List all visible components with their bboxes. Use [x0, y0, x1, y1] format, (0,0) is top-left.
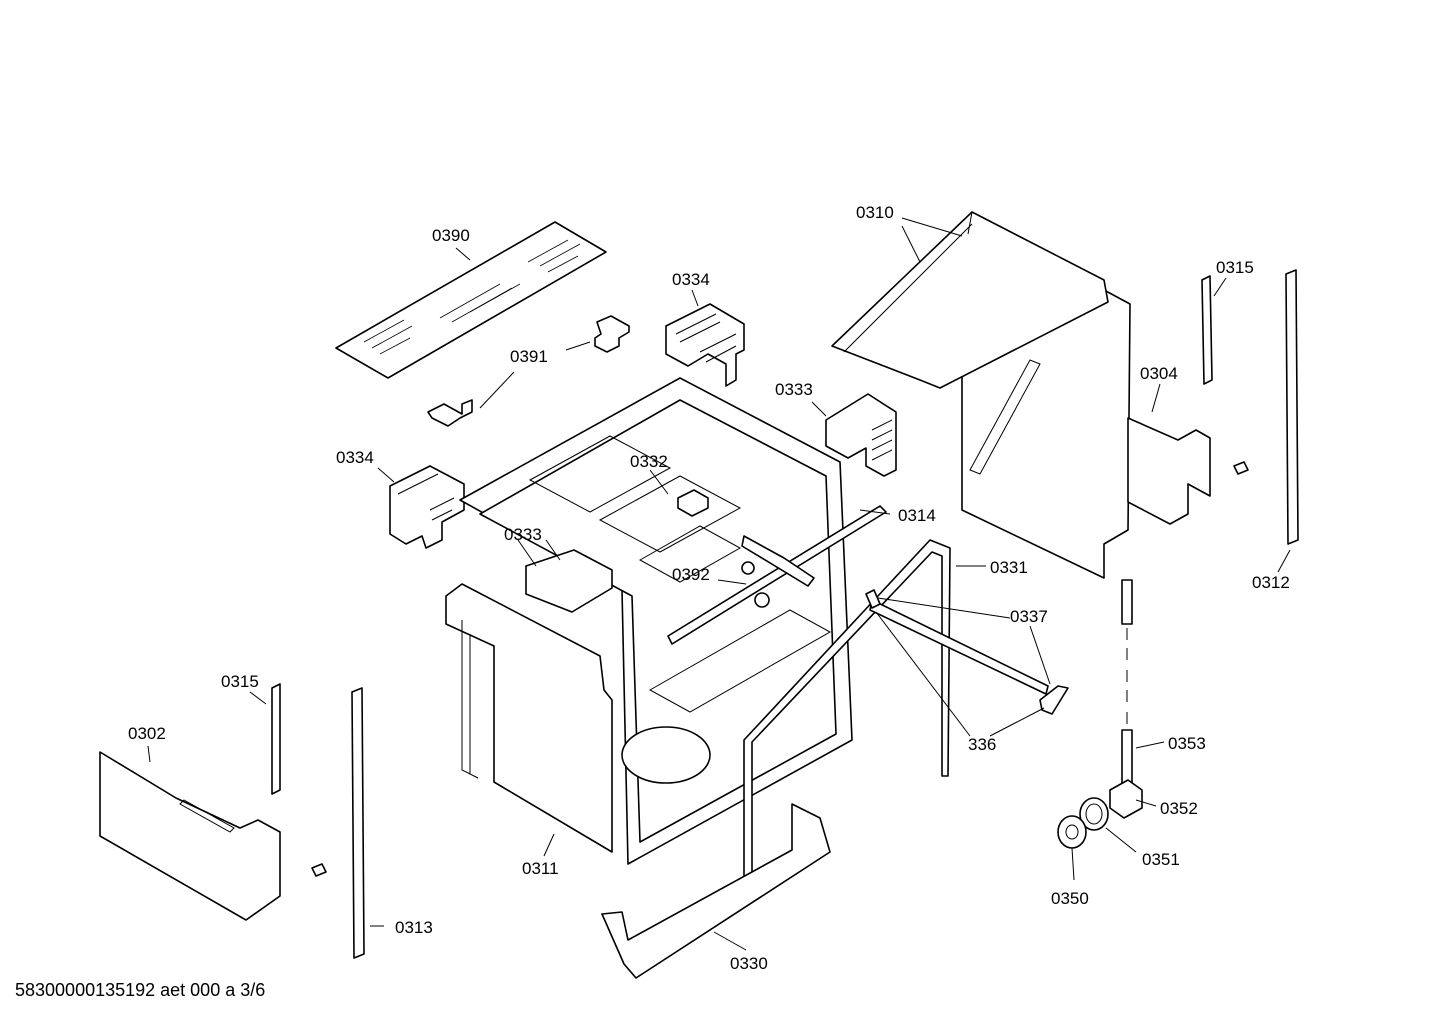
label-0392: 0392	[672, 565, 710, 584]
part-screw-left	[311, 863, 327, 877]
label-0313: 0313	[395, 918, 433, 937]
label-0311: 0311	[522, 859, 559, 878]
label-0353: 0353	[1168, 734, 1206, 753]
label-0312: 0312	[1252, 573, 1290, 592]
part-0313-strip	[351, 687, 365, 959]
label-0315-left: 0315	[221, 672, 259, 691]
label-0302: 0302	[128, 724, 166, 743]
part-0333-lower-duct	[525, 549, 613, 613]
label-0337: 0337	[1010, 607, 1048, 626]
part-0353-hose	[1121, 579, 1133, 785]
label-336: 336	[968, 735, 996, 754]
part-0337-bar	[865, 589, 1069, 715]
label-0334-left: 0334	[336, 448, 374, 467]
leader-lines	[147, 217, 1291, 951]
part-0351-ring	[1079, 797, 1109, 831]
part-0332-clip	[677, 489, 709, 517]
part-0391-brackets	[427, 315, 630, 427]
part-0390-panel	[335, 221, 607, 379]
part-0312-right-strip	[1285, 269, 1299, 545]
part-0315-left-strip	[271, 683, 281, 795]
label-0332: 0332	[630, 452, 668, 471]
label-0314: 0314	[898, 506, 936, 525]
part-0392-hinge	[741, 535, 815, 608]
part-0350-nut	[1057, 815, 1087, 849]
part-0331-u-frame	[743, 539, 951, 891]
drawing-reference-number: 58300000135192 aet 000 a 3/6	[15, 980, 266, 1000]
label-0304: 0304	[1140, 364, 1178, 383]
part-0334-left-clip	[389, 465, 465, 549]
part-0310-side-wall	[831, 211, 1131, 579]
label-0390: 0390	[432, 226, 470, 245]
part-0304-bracket	[1127, 417, 1211, 525]
label-0333-lower: 0333	[504, 525, 542, 544]
label-0350: 0350	[1051, 889, 1089, 908]
label-0330: 0330	[730, 954, 768, 973]
part-0302-panel	[99, 751, 281, 921]
label-0334-upper: 0334	[672, 270, 710, 289]
label-0310: 0310	[856, 203, 894, 222]
part-0314-rail	[667, 505, 887, 645]
label-0352: 0352	[1160, 799, 1198, 818]
part-labels: 0390 0391 0334 0334 0333 0333 0332 0392 …	[128, 203, 1290, 973]
label-0315-right: 0315	[1216, 258, 1254, 277]
part-0334-upper-clip	[665, 303, 745, 387]
part-screw-right	[1233, 461, 1249, 475]
part-0352-elbow	[1109, 779, 1143, 819]
label-0333-upper: 0333	[775, 380, 813, 399]
label-0391: 0391	[510, 347, 548, 366]
part-0315-right-strip	[1201, 275, 1213, 385]
label-0351: 0351	[1142, 850, 1180, 869]
part-tub-body	[459, 377, 853, 865]
part-0330-trough	[601, 803, 831, 979]
part-0333-upper-duct	[825, 393, 897, 477]
label-0331: 0331	[990, 558, 1028, 577]
part-0311-front-panel	[445, 583, 613, 853]
